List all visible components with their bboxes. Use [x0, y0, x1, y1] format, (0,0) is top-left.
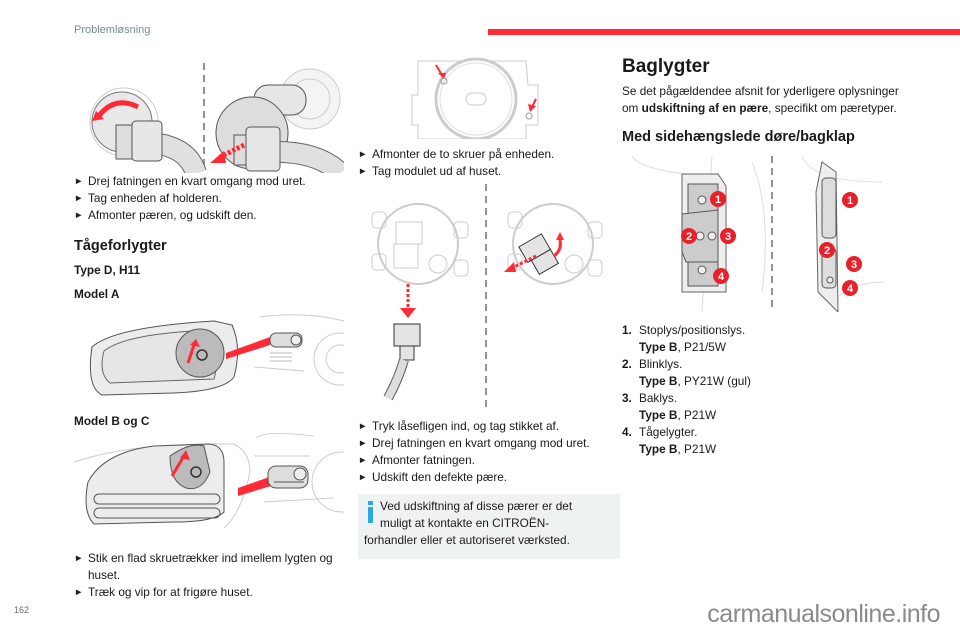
svg-text:1: 1: [715, 194, 721, 206]
bullet-list-bulb-removal: Drej fatningen en kvart omgang mod uret.…: [74, 173, 344, 224]
svg-text:4: 4: [718, 271, 725, 283]
heading-fog-lights: Tågeforlygter: [74, 238, 167, 254]
bullet-item: Træk og vip for at frigøre huset.: [74, 584, 344, 601]
callout-4-left: 4: [713, 268, 729, 284]
bulb-list-item: 2.Blinklys. Type B, PY21W (gul): [622, 357, 751, 388]
illustration-model-a: [74, 307, 367, 399]
intro-paragraph: Se det pågældendee afsnit for yderligere…: [622, 84, 899, 115]
info-text-line: muligt at kontakte en CITROËN-: [380, 516, 550, 530]
svg-text:4: 4: [847, 283, 854, 295]
page-number: 162: [14, 605, 30, 615]
bullet-item: Afmonter pæren, og udskift den.: [74, 207, 344, 224]
watermark[interactable]: carmanualsonline.info: [707, 600, 940, 628]
illustration-rear-light-units: 1 2 3 4 1 2 3 4: [622, 152, 902, 314]
bullet-item: Afmonter fatningen.: [358, 452, 620, 469]
svg-text:2: 2: [686, 231, 692, 243]
callout-4-right: 4: [842, 280, 858, 296]
illustration-module-screws: [358, 55, 620, 141]
bullet-item: Afmonter de to skruer på enheden.: [358, 146, 620, 163]
column-2: Afmonter de to skruer på enheden. Tag mo…: [358, 55, 620, 559]
callout-3-right: 3: [846, 256, 862, 272]
bullet-list-module: Afmonter de to skruer på enheden. Tag mo…: [358, 146, 620, 180]
bullet-item: Udskift den defekte pære.: [358, 469, 620, 486]
bullet-item: Stik en flad skruetrækker ind imellem ly…: [74, 550, 344, 584]
subheading-model-a: Model A: [74, 287, 120, 301]
svg-text:2: 2: [824, 245, 830, 257]
bullet-list-housing-removal: Stik en flad skruetrækker ind imellem ly…: [74, 550, 344, 601]
info-text-line: forhandler eller et autoriseret værksted…: [364, 533, 570, 547]
bullet-list-bulb-replacement: Tryk låsefligen ind, og tag stikket af. …: [358, 418, 620, 486]
illustration-model-bc: [73, 432, 373, 532]
heading-rear-lights: Baglygter: [622, 56, 710, 77]
info-text-line: Ved udskiftning af disse pærer er det: [380, 499, 573, 513]
bullet-item: Drej fatningen en kvart omgang mod uret.: [74, 173, 344, 190]
svg-text:1: 1: [847, 195, 853, 207]
column-3: Baglygter Se det pågældendee afsnit for …: [622, 55, 902, 458]
bullet-item: Drej fatningen en kvart omgang mod uret.: [358, 435, 620, 452]
callout-2-left: 2: [681, 228, 697, 244]
bulb-list-item: 3.Baklys. Type B, P21W: [622, 391, 717, 422]
rear-light-bulb-list: 1.Stoplys/positionslys. Type B, P21/5W 2…: [622, 322, 902, 458]
subheading-side-doors: Med sidehængslede døre/bagklap: [622, 129, 855, 145]
intro-link-bold: udskiftning af en pære: [641, 101, 769, 115]
bulb-list-item: 1.Stoplys/positionslys. Type B, P21/5W: [622, 323, 746, 354]
callout-3-left: 3: [720, 228, 736, 244]
svg-text:3: 3: [851, 259, 857, 271]
svg-text:3: 3: [725, 231, 731, 243]
bullet-item: Tag modulet ud af huset.: [358, 163, 620, 180]
header-accent-bar: [488, 29, 960, 35]
column-1: Drej fatningen en kvart omgang mod uret.…: [73, 55, 373, 601]
callout-1-left: 1: [710, 191, 726, 207]
bullet-item: Tag enheden af holderen.: [74, 190, 344, 207]
info-icon: [368, 501, 373, 523]
illustration-bulb-holder: [74, 55, 348, 182]
page-header-title: Problemløsning: [74, 24, 151, 36]
bullet-item: Tryk låsefligen ind, og tag stikket af.: [358, 418, 620, 435]
info-note-box: Ved udskiftning af disse pærer er det mu…: [358, 494, 620, 559]
callout-2-right: 2: [819, 242, 835, 258]
subheading-type: Type D, H11: [74, 263, 140, 277]
illustration-connector-removal: [358, 184, 620, 412]
subheading-model-bc: Model B og C: [74, 414, 150, 428]
callout-1-right: 1: [842, 192, 858, 208]
bulb-list-item: 4.Tågelygter. Type B, P21W: [622, 425, 717, 456]
